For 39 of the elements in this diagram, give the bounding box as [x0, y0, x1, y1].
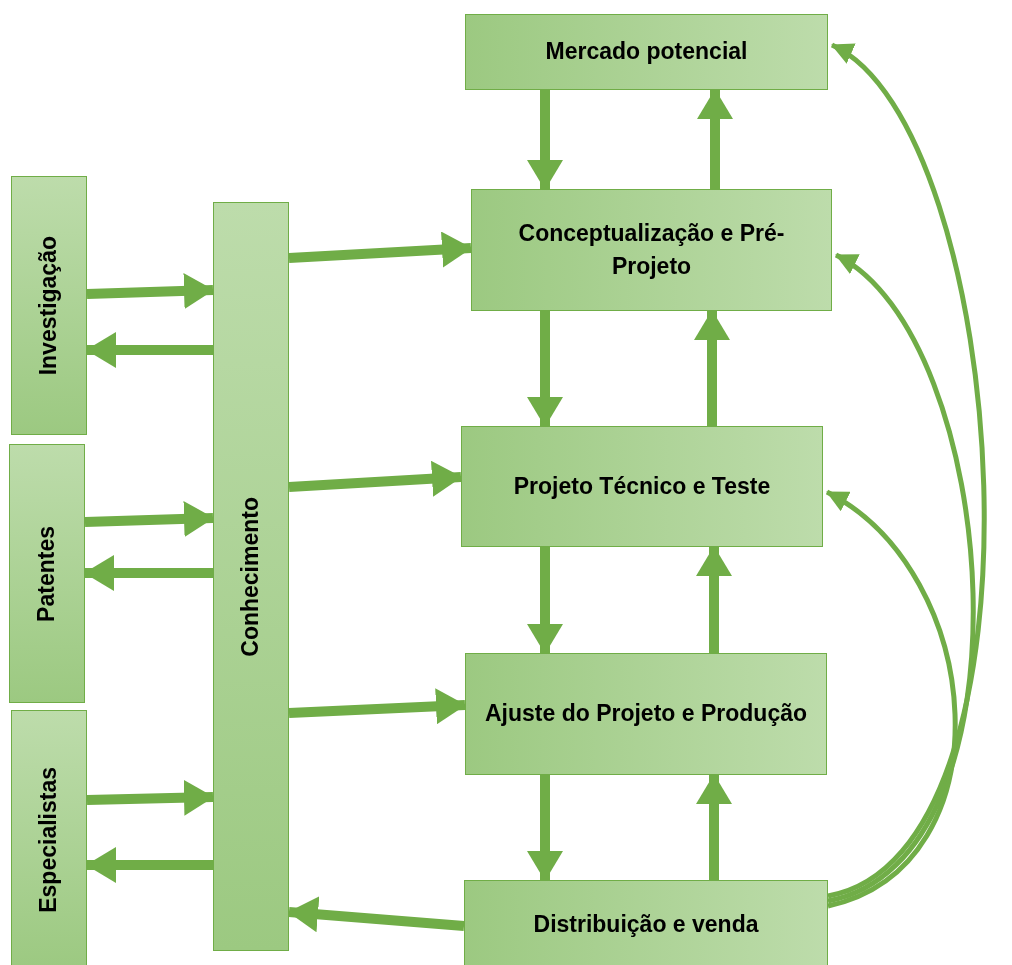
arrow: [84, 555, 213, 591]
arrow: [696, 546, 732, 653]
process-box: [464, 880, 828, 965]
box-label: Projeto Técnico e Teste: [512, 471, 772, 501]
arrow: [288, 896, 465, 933]
process-box: [471, 189, 832, 311]
arrow: [288, 231, 472, 268]
process-box: [9, 444, 85, 703]
box-label: Conhecimento: [236, 496, 265, 657]
process-box: [213, 202, 289, 951]
process-box: [461, 426, 823, 547]
arrow: [288, 688, 466, 725]
arrow: [827, 253, 976, 904]
box-label: Ajuste do Projeto e Produção: [483, 699, 808, 729]
arrow: [86, 272, 214, 309]
box-label: Mercado potencial: [544, 37, 749, 67]
arrow: [86, 847, 213, 883]
process-box: [465, 14, 828, 90]
arrow: [527, 775, 563, 881]
process-box: [11, 176, 87, 435]
arrow: [527, 547, 563, 654]
box-label: Patentes: [32, 525, 61, 622]
process-box: [465, 653, 827, 775]
arrow: [694, 310, 730, 426]
arrow: [825, 489, 958, 909]
arrow: [527, 90, 563, 190]
box-label: Distribuição e venda: [532, 910, 760, 940]
box-label: Especialistas: [34, 767, 63, 913]
process-box: [11, 710, 87, 965]
arrow: [826, 43, 987, 899]
arrow: [527, 311, 563, 427]
arrow: [86, 779, 214, 816]
arrow: [696, 774, 732, 880]
arrow: [86, 332, 213, 368]
arrow: [697, 89, 733, 189]
arrow: [84, 500, 214, 537]
box-label: Investigação: [34, 235, 63, 376]
box-label: Conceptualização e Pré-Projeto: [517, 218, 786, 281]
arrow: [288, 460, 462, 497]
